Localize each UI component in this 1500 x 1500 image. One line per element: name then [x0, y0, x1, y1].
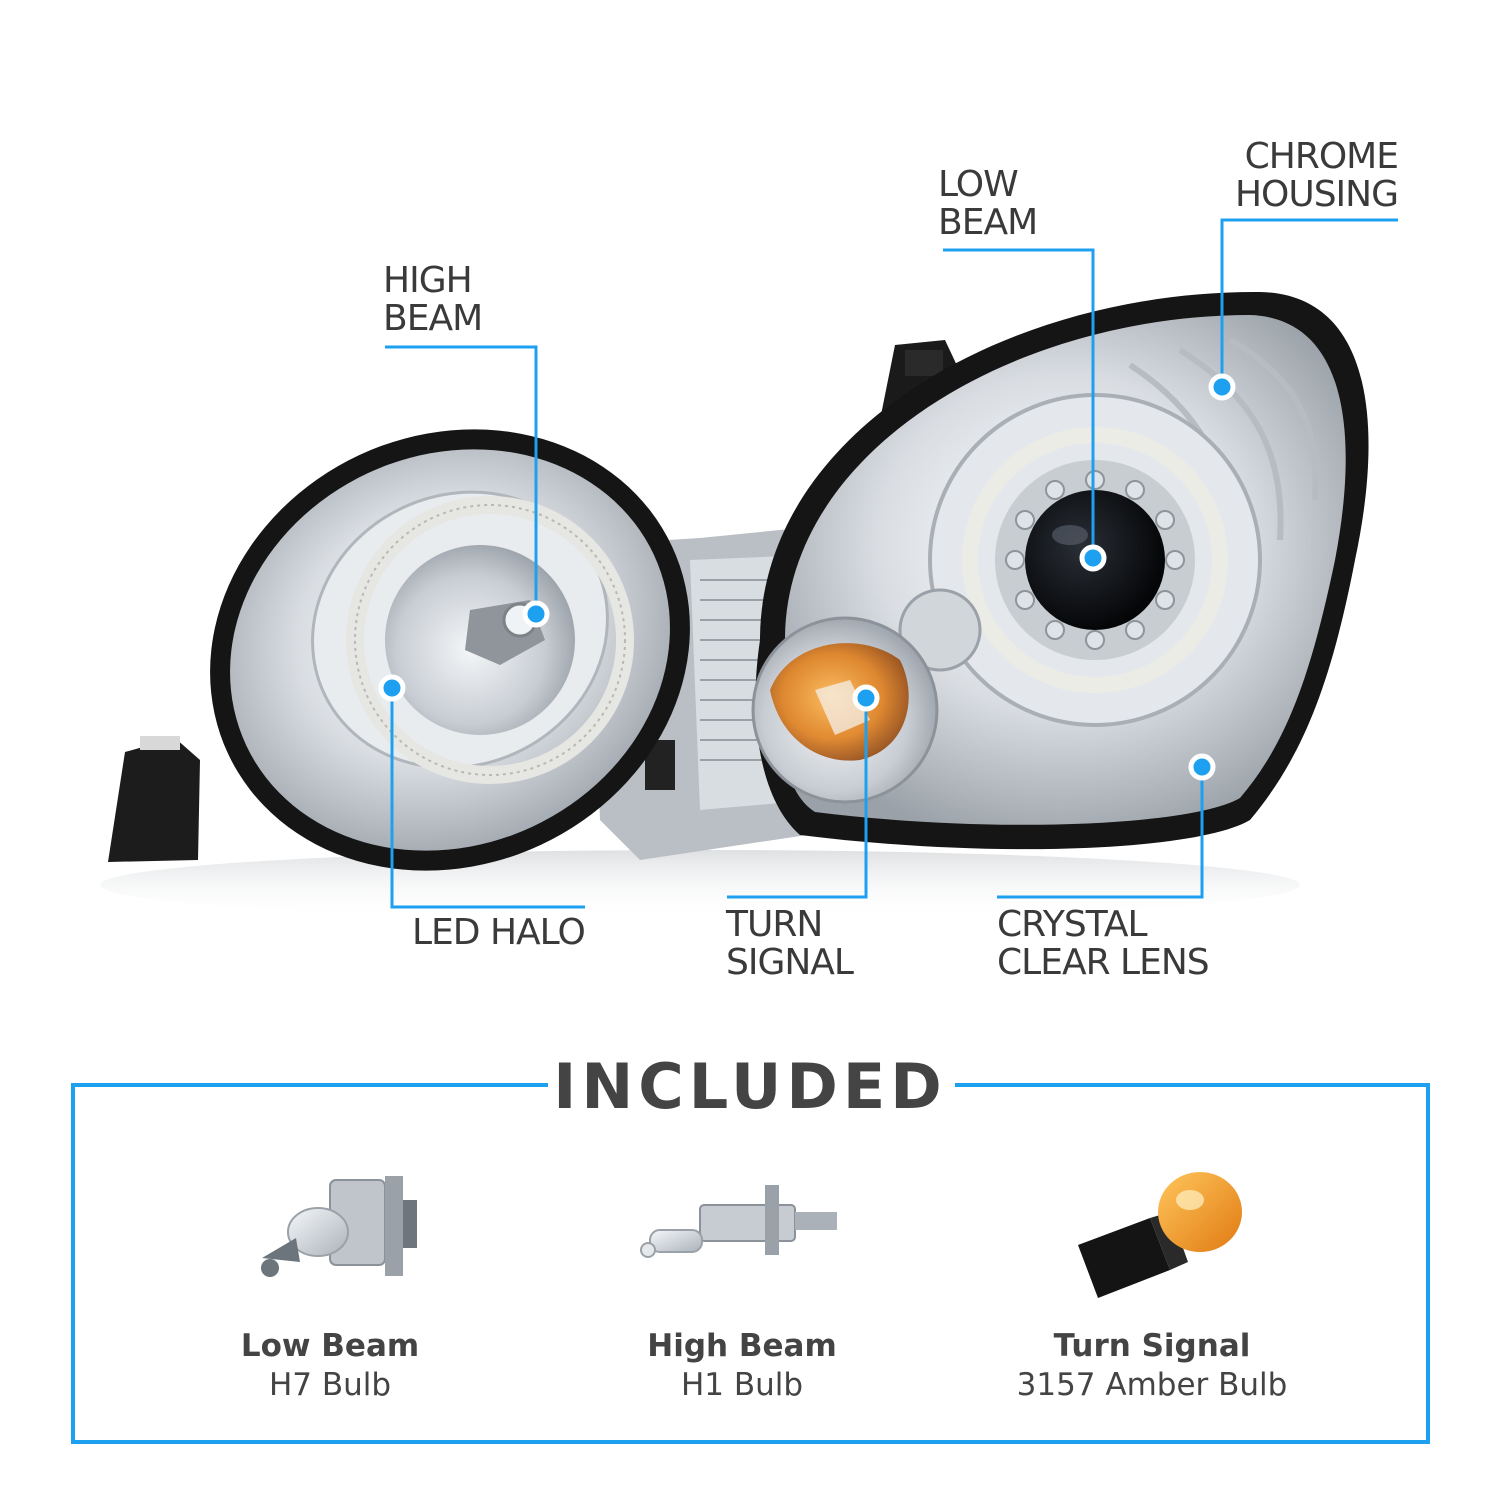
bulb-caption-low-beam: Low Beam H7 Bulb — [240, 1328, 420, 1403]
projector-halo-ring — [962, 427, 1228, 693]
h7-bulb-icon — [261, 1176, 417, 1277]
included-title: INCLUDED — [553, 1050, 947, 1123]
bulb-caption-turn-signal: Turn Signal 3157 Amber Bulb — [1016, 1328, 1288, 1403]
h1-bulb-icon — [640, 1185, 837, 1258]
connector-socket — [905, 350, 943, 376]
callout-led-halo: LED HALO — [412, 912, 586, 953]
bracket-clip — [140, 736, 180, 750]
3157-amber-bulb-icon — [1078, 1172, 1242, 1298]
callout-high-beam: HIGH BEAM — [383, 260, 483, 339]
callout-dots — [378, 373, 1236, 781]
callout-low-beam: LOW BEAM — [938, 164, 1038, 243]
led-dots — [1005, 470, 1185, 650]
main-lamp-unit — [751, 291, 1369, 850]
included-frame — [71, 1083, 1430, 1444]
callout-chrome-housing: CHROME HOUSING — [1234, 136, 1399, 215]
high-beam-unit — [210, 429, 690, 871]
bulb-caption-high-beam: High Beam H1 Bulb — [647, 1328, 837, 1403]
callout-lines — [385, 218, 1398, 909]
callout-turn-signal: TURN SIGNAL — [726, 904, 854, 983]
mounting-bracket — [108, 738, 200, 862]
callout-crystal-clear-lens: CRYSTAL CLEAR LENS — [997, 904, 1210, 983]
